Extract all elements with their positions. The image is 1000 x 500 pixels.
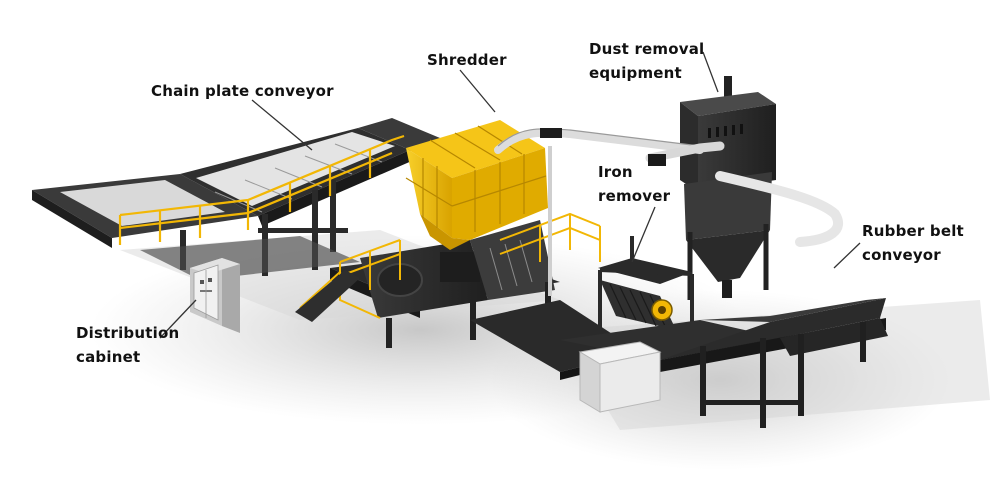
shredder xyxy=(295,120,601,348)
label-dust-removal-line2: equipment xyxy=(589,64,682,82)
leader-iron-remover xyxy=(631,206,656,263)
leader-shredder xyxy=(459,69,496,113)
leader-lines xyxy=(159,51,861,339)
label-distribution-line1: Distribution xyxy=(76,324,180,342)
label-distribution-line2: cabinet xyxy=(76,348,141,366)
label-iron-remover: Iron remover xyxy=(598,160,670,208)
iron-remover xyxy=(598,236,694,330)
distribution-cabinet xyxy=(190,258,240,333)
label-dust-removal-line1: Dust removal xyxy=(589,40,705,58)
label-rubber-belt-conveyor: Rubber belt conveyor xyxy=(862,219,964,267)
label-dust-removal-equipment: Dust removal equipment xyxy=(589,37,704,85)
label-rubber-belt-line1: Rubber belt xyxy=(862,222,964,240)
label-shredder: Shredder xyxy=(427,48,507,72)
leader-chain-conveyor xyxy=(251,99,313,151)
leader-dust-removal xyxy=(702,51,719,93)
label-chain-plate-conveyor: Chain plate conveyor xyxy=(151,79,334,103)
label-rubber-belt-line2: conveyor xyxy=(862,246,941,264)
label-chain-plate-conveyor-text: Chain plate conveyor xyxy=(151,82,334,100)
chain-plate-conveyor xyxy=(32,118,440,280)
label-iron-remover-line1: Iron xyxy=(598,163,633,181)
label-distribution-cabinet: Distribution cabinet xyxy=(76,321,179,369)
rubber-belt-conveyor xyxy=(560,298,888,428)
leader-rubber-belt xyxy=(833,242,861,269)
label-shredder-text: Shredder xyxy=(427,51,507,69)
label-iron-remover-line2: remover xyxy=(598,187,671,205)
leader-distribution xyxy=(159,299,197,339)
dust-removal-equipment xyxy=(494,76,844,300)
